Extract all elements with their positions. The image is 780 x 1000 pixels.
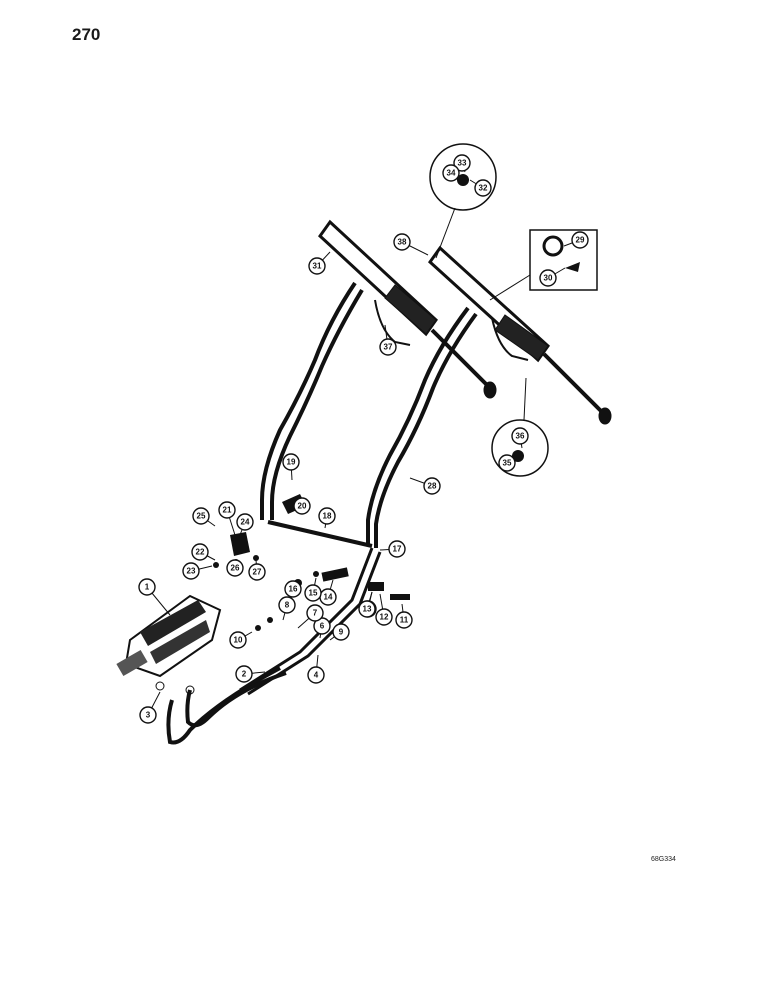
callout-label-28: 28 bbox=[428, 482, 437, 491]
callout-circle-27 bbox=[248, 563, 266, 581]
callout-label-35: 35 bbox=[503, 459, 512, 468]
callout-label-11: 11 bbox=[400, 616, 409, 625]
callout-label-12: 12 bbox=[380, 613, 389, 622]
callout-label-22: 22 bbox=[196, 548, 205, 557]
callout-label-3: 3 bbox=[146, 711, 151, 720]
callout-circle-34 bbox=[442, 164, 460, 182]
callout-circle-7 bbox=[306, 604, 324, 622]
control-valve bbox=[116, 594, 222, 678]
callout-circle-36 bbox=[511, 427, 529, 445]
callout-label-20: 20 bbox=[298, 502, 307, 511]
callout-label-26: 26 bbox=[231, 564, 240, 573]
callout-label-2: 2 bbox=[242, 670, 247, 679]
callout-circle-33 bbox=[453, 154, 471, 172]
cylinder-hoses bbox=[260, 281, 478, 548]
callout-label-30: 30 bbox=[544, 274, 553, 283]
callout-label-13: 13 bbox=[363, 605, 372, 614]
callout-label-29: 29 bbox=[576, 236, 585, 245]
callout-label-15: 15 bbox=[309, 589, 318, 598]
page-number: 270 bbox=[72, 25, 101, 44]
callout-circle-18 bbox=[318, 507, 336, 525]
callout-circle-26 bbox=[226, 559, 244, 577]
callout-circle-29 bbox=[571, 231, 589, 249]
callout-label-1: 1 bbox=[145, 583, 150, 592]
callout-label-21: 21 bbox=[223, 506, 232, 515]
figure-code: 68G334 bbox=[651, 856, 676, 863]
callout-label-7: 7 bbox=[313, 609, 318, 618]
callout-circle-9 bbox=[332, 623, 350, 641]
callout-label-24: 24 bbox=[241, 518, 250, 527]
callout-label-38: 38 bbox=[398, 238, 407, 247]
callout-group: 1234567891011121314151617181920212223242… bbox=[138, 154, 589, 724]
callout-label-23: 23 bbox=[187, 567, 196, 576]
callout-circle-30 bbox=[539, 269, 557, 287]
callout-label-6: 6 bbox=[320, 622, 325, 631]
callout-label-34: 34 bbox=[447, 169, 456, 178]
callout-label-19: 19 bbox=[287, 458, 296, 467]
callout-circle-16 bbox=[284, 580, 302, 598]
callout-label-10: 10 bbox=[234, 636, 243, 645]
callout-circle-8 bbox=[278, 596, 296, 614]
callout-circle-12 bbox=[375, 608, 393, 626]
cross-tube bbox=[267, 520, 373, 548]
callout-circle-32 bbox=[474, 179, 492, 197]
right-cylinder bbox=[428, 245, 612, 425]
callout-label-14: 14 bbox=[324, 593, 333, 602]
callout-label-33: 33 bbox=[458, 159, 467, 168]
callout-label-25: 25 bbox=[197, 512, 206, 521]
callout-circle-4 bbox=[307, 666, 325, 684]
callout-label-37: 37 bbox=[384, 343, 393, 352]
callout-circle-31 bbox=[308, 257, 326, 275]
callout-circle-22 bbox=[191, 543, 209, 561]
callout-label-17: 17 bbox=[393, 545, 402, 554]
callout-circle-2 bbox=[235, 665, 253, 683]
callout-circle-11 bbox=[395, 611, 413, 629]
callout-circle-21 bbox=[218, 501, 236, 519]
callout-label-18: 18 bbox=[323, 512, 332, 521]
callout-circle-15 bbox=[304, 584, 322, 602]
callout-circle-13 bbox=[358, 600, 376, 618]
callout-circle-35 bbox=[498, 454, 516, 472]
callout-label-36: 36 bbox=[516, 432, 525, 441]
callout-label-31: 31 bbox=[313, 262, 322, 271]
callout-circle-25 bbox=[192, 507, 210, 525]
callout-circle-38 bbox=[393, 233, 411, 251]
callout-label-8: 8 bbox=[285, 601, 290, 610]
callout-circle-10 bbox=[229, 631, 247, 649]
callout-label-16: 16 bbox=[289, 585, 298, 594]
callout-circle-17 bbox=[388, 540, 406, 558]
callout-circle-20 bbox=[293, 497, 311, 515]
callout-circle-23 bbox=[182, 562, 200, 580]
callout-circle-24 bbox=[236, 513, 254, 531]
callout-circle-1 bbox=[138, 578, 156, 596]
left-cylinder bbox=[318, 219, 497, 399]
valve-hose-loop bbox=[185, 671, 287, 728]
callout-label-27: 27 bbox=[253, 568, 262, 577]
callout-circle-19 bbox=[282, 453, 300, 471]
callout-circle-3 bbox=[139, 706, 157, 724]
callout-label-32: 32 bbox=[479, 184, 488, 193]
callout-label-9: 9 bbox=[339, 628, 344, 637]
callout-circle-37 bbox=[379, 338, 397, 356]
callout-circle-28 bbox=[423, 477, 441, 495]
callout-label-4: 4 bbox=[314, 671, 319, 680]
